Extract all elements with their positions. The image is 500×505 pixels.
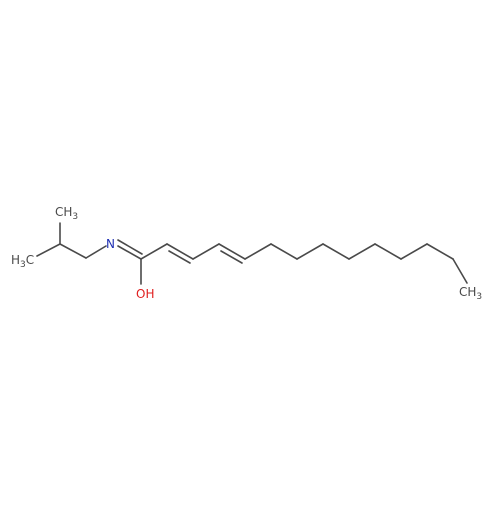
atom-label-hydroxyl: OH bbox=[136, 287, 154, 301]
bond-c4-c5 bbox=[218, 243, 246, 260]
atom-label-ch3-top: CH3 bbox=[55, 205, 78, 222]
bond-c1-c2 bbox=[140, 243, 168, 260]
h3c-pre: H bbox=[11, 253, 20, 267]
bond-c9-c10 bbox=[348, 243, 376, 260]
bond-h3c-ch bbox=[36, 243, 61, 257]
bond-layer bbox=[36, 222, 468, 285]
atom-label-h3c-left: H3C bbox=[11, 253, 34, 270]
bond-c13-ch3 bbox=[452, 258, 468, 284]
bond-c2-c3 bbox=[166, 243, 194, 260]
bond-c10-c11 bbox=[374, 243, 402, 260]
bond-n-c-single bbox=[117, 245, 142, 260]
bond-c8-c9 bbox=[322, 243, 350, 260]
bond-c5-c6 bbox=[244, 243, 272, 260]
ch3-top-sub: 3 bbox=[72, 212, 78, 222]
ch3-end-base: CH bbox=[459, 285, 476, 299]
bond-n-c-double bbox=[117, 239, 143, 255]
atom-label-nitrogen: N bbox=[106, 237, 115, 251]
bond-c7-c8 bbox=[296, 243, 324, 260]
bond-c2-c3-double bbox=[168, 250, 191, 264]
bond-c4-c5-double bbox=[220, 250, 243, 264]
h3c-sub: 3 bbox=[20, 260, 26, 270]
bond-c3-c4 bbox=[192, 243, 220, 260]
h3c-post: C bbox=[26, 253, 34, 267]
bond-ch-ch2 bbox=[59, 243, 87, 259]
bond-ch2-n bbox=[85, 245, 107, 259]
bond-c6-c7 bbox=[270, 243, 298, 260]
bond-c12-c13 bbox=[426, 243, 454, 260]
ch3-end-sub: 3 bbox=[476, 292, 482, 302]
ch3-top-base: CH bbox=[55, 205, 72, 219]
bond-c11-c12 bbox=[400, 243, 428, 260]
atom-label-ch3-end: CH3 bbox=[459, 285, 482, 302]
